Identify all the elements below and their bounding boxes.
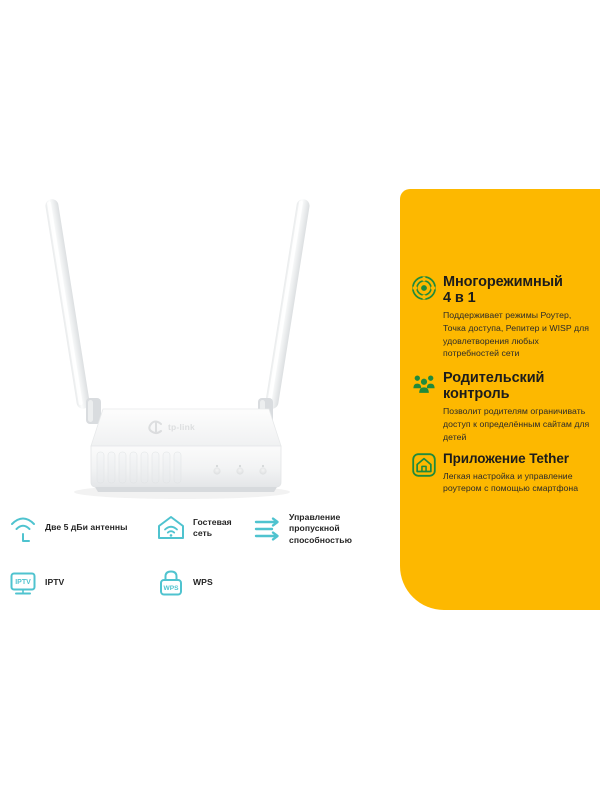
wps-glyph-text: WPS: [163, 585, 179, 592]
spec-item-label: Две 5 дБи антенны: [45, 522, 128, 533]
multi-mode-signal-icon: [412, 276, 436, 300]
spec-item-iptv: IPTV IPTV: [8, 567, 156, 599]
guest-network-home-wifi-icon: [158, 516, 184, 539]
parental-control-family-icon: [413, 375, 435, 393]
feature-tether-app: Приложение Tether Легкая настройка и упр…: [412, 451, 594, 495]
feature-body: Родительский контроль Позволит родителям…: [443, 370, 594, 443]
bandwidth-control-arrows-icon: [254, 517, 279, 541]
feature-description: Поддерживает режимы Роутер, Точка доступ…: [443, 310, 590, 359]
feature-multi-mode: Многорежимный 4 в 1 Поддерживает режимы …: [412, 274, 594, 360]
router-body: tp-link: [90, 408, 282, 492]
feature-title: Приложение Tether: [443, 451, 569, 466]
led-indicator: [213, 467, 221, 475]
feature-title-line1: Родительский: [443, 370, 545, 386]
feature-description: Позволит родителям ограничивать доступ к…: [443, 406, 590, 442]
feature-title: Родительский контроль: [443, 370, 594, 402]
spec-item-antennas: Две 5 дБи антенны: [8, 512, 156, 544]
feature-description: Легкая настройка и управление роутером с…: [443, 470, 579, 494]
spec-item-label-line1: Управление пропускной: [289, 512, 341, 534]
feature-body: Приложение Tether Легкая настройка и упр…: [443, 451, 594, 495]
svg-text:tp-link: tp-link: [168, 422, 195, 432]
feature-body: Многорежимный 4 в 1 Поддерживает режимы …: [443, 274, 594, 360]
iptv-monitor-icon: IPTV: [10, 572, 36, 595]
feature-title: Многорежимный 4 в 1: [443, 274, 594, 306]
feature-title-line2: контроль: [443, 385, 510, 402]
router-svg: tp-link: [45, 199, 310, 499]
router-base-lip: [95, 487, 277, 492]
spec-icon-row-1: Две 5 дБи антенны Гостевая сеть: [8, 512, 400, 546]
wifi-antenna-icon: [11, 517, 35, 542]
led-indicator-group: [213, 464, 267, 475]
spec-icon-row-2: IPTV IPTV WPS WPS: [8, 567, 400, 599]
led-indicator: [259, 467, 267, 475]
led-indicator: [236, 467, 244, 475]
feature-title-line2: 4 в 1: [443, 289, 476, 306]
tether-app-house-icon: [412, 453, 436, 477]
spec-icon-rows: Две 5 дБи антенны Гостевая сеть: [8, 512, 400, 599]
feature-parental-control: Родительский контроль Позволит родителям…: [412, 370, 594, 443]
iptv-glyph-text: IPTV: [15, 579, 31, 586]
tp-link-logo: tp-link: [148, 420, 195, 435]
spec-item-label: IPTV: [45, 577, 65, 588]
spec-item-wps: WPS WPS: [156, 567, 252, 599]
spec-item-label: Управление пропускной способностью: [289, 512, 392, 546]
spec-item-guest-network: Гостевая сеть: [156, 512, 252, 544]
spec-item-label: Гостевая сеть: [193, 516, 232, 538]
feature-panel: Многорежимный 4 в 1 Поддерживает режимы …: [400, 189, 600, 610]
antenna-right: [258, 199, 310, 424]
spec-item-bandwidth-control: Управление пропускной способностью: [252, 512, 392, 546]
ventilation-grille: [96, 451, 182, 484]
feature-title-line1: Многорежимный: [443, 274, 563, 290]
spec-item-label: WPS: [193, 577, 213, 588]
spec-item-label-line2: способностью: [289, 534, 352, 545]
antenna-left: [45, 199, 101, 424]
wps-lock-icon: WPS: [160, 570, 182, 596]
router-product-illustration: tp-link: [0, 0, 400, 520]
